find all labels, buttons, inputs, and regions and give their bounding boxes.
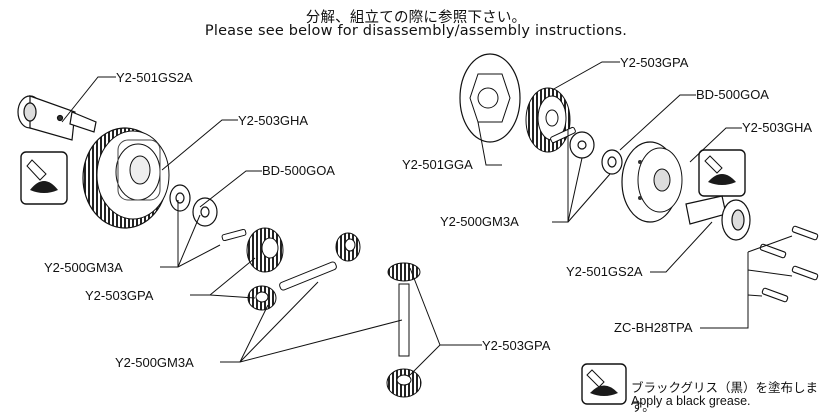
grease-tube-icon (581, 363, 627, 405)
screws-right (759, 225, 819, 303)
label-left-bearing: BD-500GOA (262, 163, 335, 178)
label-right-outdrive: Y2-501GS2A (566, 264, 643, 279)
label-right-screws: ZC-BH28TPA (614, 320, 693, 335)
title-japanese: 分解、組立ての際に参照下さい。 (305, 10, 527, 26)
leader-lines-left (61, 76, 482, 376)
grease-tube-icon (20, 151, 68, 205)
label-left-spider: Y2-503GPA (85, 288, 154, 303)
pin-right (550, 126, 576, 144)
pin-left (221, 228, 247, 242)
legend-text-english: Apply a black grease. (631, 394, 751, 408)
spider-gear-left (246, 227, 284, 273)
gasket-plate-right (459, 53, 521, 143)
label-left-gear: Y2-503GHA (238, 113, 308, 128)
title-english: Please see below for disassembly/assembl… (204, 23, 628, 39)
label-right-bearing: BD-500GOA (696, 87, 769, 102)
label-left-outdrive: Y2-501GS2A (116, 70, 193, 85)
label-right-pin: Y2-500GM3A (440, 214, 519, 229)
spur-gear-left (82, 127, 170, 229)
label-right-gasket: Y2-501GGA (402, 157, 473, 172)
vertical-shaft (386, 262, 422, 398)
cross-shaft-left (279, 261, 337, 291)
bearing-left (169, 184, 218, 227)
leader-lines-right (477, 61, 793, 329)
outdrive-cup-right (685, 195, 751, 241)
outdrive-cup-left (17, 95, 97, 141)
diff-case-right (621, 141, 683, 223)
grease-tube-icon (698, 149, 746, 197)
bearing-right (569, 131, 623, 175)
label-right-plate: Y2-503GPA (620, 55, 689, 70)
label-right-case: Y2-503GHA (742, 120, 812, 135)
label-left-pin: Y2-500GM3A (44, 260, 123, 275)
label-left-bevel: Y2-503GPA (482, 338, 551, 353)
spider-gear-small-left (335, 232, 361, 262)
label-left-shaft: Y2-500GM3A (115, 355, 194, 370)
gear-plate-right (525, 87, 571, 153)
